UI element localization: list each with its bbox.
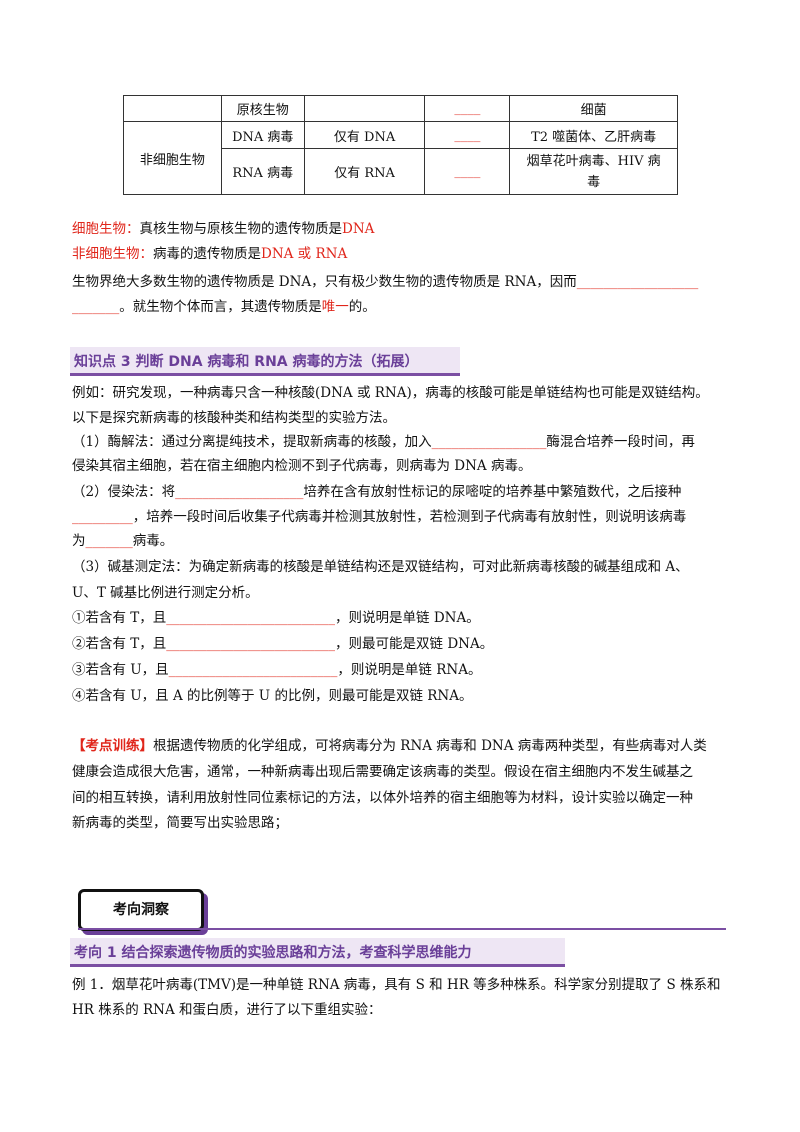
table-group-label: 非细胞生物: [123, 121, 222, 195]
fill-blank: ___________________: [175, 484, 304, 500]
method-text: （2）侵染法：将: [72, 484, 176, 500]
paragraph-line: 以下是探究新病毒的核酸种类和结构类型的实验方法。: [72, 410, 396, 426]
training-text: 根据遗传物质的化学组成，可将病毒分为 RNA 病毒和 DNA 病毒两种类型，有些…: [153, 738, 707, 754]
note-text: 。就生物个体而言，其遗传物质是: [119, 299, 322, 315]
note-text: 生物界绝大多数生物的遗传物质是 DNA，只有极少数生物的遗传物质是 RNA，因而: [72, 274, 577, 290]
training-line: 间的相互转换，请利用放射性同位素标记的方法，以体外培养的宿主细胞等为材料，设计实…: [72, 790, 693, 806]
organism-table: 原核生物 ____ 细菌 非细胞生物 DNA 病毒 仅有 DNA ____ T2…: [123, 95, 678, 195]
method-text: 培养在含有放射性标记的尿嘧啶的培养基中繁殖数代，之后接种: [303, 484, 682, 500]
condition-2: ②若含有 T，且_________________________，则最可能是双…: [72, 634, 493, 654]
table-cell: 细菌: [509, 95, 678, 122]
section-title: 考向 1 结合探索遗传物质的实验思路和方法，考查科学思维能力: [74, 945, 472, 961]
note-line: 生物界绝大多数生物的遗传物质是 DNA，只有极少数生物的遗传物质是 RNA，因而…: [72, 272, 698, 292]
table-cell-line: 烟草花叶病毒、HIV 病: [526, 153, 661, 169]
condition-text: ③若含有 U，且: [72, 662, 169, 678]
condition-text: ②若含有 T，且: [72, 636, 167, 652]
paragraph-line: 例如：研究发现，一种病毒只含一种核酸(DNA 或 RNA)，病毒的核酸可能是单链…: [72, 385, 709, 401]
note-noncell-organisms: 非细胞生物：病毒的遗传物质是DNA 或 RNA: [72, 244, 347, 264]
fill-blank: _______: [72, 299, 120, 315]
table-row: 原核生物 ____ 细菌: [123, 95, 678, 122]
method-text: 病毒。: [132, 533, 174, 549]
divider: [78, 928, 726, 930]
table-cell: 仅有 DNA: [303, 121, 426, 149]
table-cell: T2 噬菌体、乙肝病毒: [509, 121, 678, 149]
fill-blank: _________________: [431, 434, 547, 450]
note-text: 的。: [348, 299, 376, 315]
example-line: 例 1．烟草花叶病毒(TMV)是一种单链 RNA 病毒，具有 S 和 HR 等多…: [72, 977, 721, 993]
paragraph-line: （3）碱基测定法：为确定新病毒的核酸是单链结构还是双链结构，可对此新病毒核酸的碱…: [72, 559, 689, 575]
fill-blank: __________________: [576, 274, 699, 290]
table-cell-multiline: 烟草花叶病毒、HIV 病 毒: [509, 148, 678, 195]
table-cell: 原核生物: [220, 95, 305, 122]
table-row: RNA 病毒 仅有 RNA ____ 烟草花叶病毒、HIV 病 毒: [124, 148, 678, 195]
table-blank: ____: [424, 148, 511, 195]
method-text: （1）酶解法：通过分离提纯技术，提取新病毒的核酸，加入: [72, 434, 432, 450]
method-text: ，培养一段时间后收集子代病毒并检测其放射性，若检测到子代病毒有放射性，则说明该病…: [132, 509, 687, 525]
table-cell: DNA 病毒: [220, 121, 305, 149]
condition-1: ①若含有 T，且_________________________，则说明是单链…: [72, 608, 480, 628]
note-cell-organisms: 细胞生物：真核生物与原核生物的遗传物质是DNA: [72, 219, 374, 239]
paragraph-line: U、T 碱基比例进行测定分析。: [72, 585, 259, 601]
condition-text: ，则说明是单链 RNA。: [337, 662, 482, 678]
condition-4: ④若含有 U，且 A 的比例等于 U 的比例，则最可能是双链 RNA。: [72, 688, 473, 704]
note-value: DNA 或 RNA: [261, 246, 348, 262]
training-line: 新病毒的类型，简要写出实验思路；: [72, 815, 288, 831]
table-cell-line: 毒: [587, 174, 601, 190]
method-text: 酶混合培养一段时间，再: [546, 434, 695, 450]
example-line: HR 株系的 RNA 和蛋白质，进行了以下重组实验：: [72, 1002, 382, 1018]
method-2-end: 为_______病毒。: [72, 531, 173, 551]
fill-blank: _________: [72, 509, 133, 525]
condition-text: ，则最可能是双链 DNA。: [335, 636, 494, 652]
method-text: 为: [72, 533, 86, 549]
note-line: _______。就生物个体而言，其遗传物质是唯一的。: [72, 297, 376, 317]
note-text: 病毒的遗传物质是: [153, 246, 261, 262]
table-cell: 仅有 RNA: [303, 148, 426, 195]
section-header: 知识点 3 判断 DNA 病毒和 RNA 病毒的方法（拓展）: [70, 347, 460, 376]
fill-blank: _________________________: [168, 662, 338, 678]
fill-blank: _________________________: [166, 636, 336, 652]
table-blank: ____: [424, 121, 511, 149]
badge-label: 考向洞察: [113, 902, 169, 918]
method-2-cont: _________，培养一段时间后收集子代病毒并检测其放射性，若检测到子代病毒有…: [72, 507, 686, 527]
table-blank: ____: [424, 95, 511, 122]
note-value: DNA: [342, 221, 375, 237]
note-label: 非细胞生物：: [72, 246, 153, 262]
condition-text: ①若含有 T，且: [72, 610, 167, 626]
note-emphasis: 唯一: [321, 299, 349, 315]
condition-text: ，则说明是单链 DNA。: [335, 610, 480, 626]
fill-blank: _________________________: [166, 610, 336, 626]
note-label: 细胞生物：: [72, 221, 140, 237]
direction-badge: 考向洞察: [78, 889, 204, 931]
section-title: 知识点 3 判断 DNA 病毒和 RNA 病毒的方法（拓展）: [74, 354, 419, 370]
table-cell: RNA 病毒: [220, 148, 305, 195]
training-line: 健康会造成很大危害，通常，一种新病毒出现后需要确定该病毒的类型。假设在宿主细胞内…: [72, 764, 693, 780]
table-cell: [123, 95, 222, 122]
paragraph-line: 侵染其宿主细胞，若在宿主细胞内检测不到子代病毒，则病毒为 DNA 病毒。: [72, 458, 532, 474]
condition-3: ③若含有 U，且_________________________，则说明是单链…: [72, 660, 481, 680]
note-text: 真核生物与原核生物的遗传物质是: [139, 221, 343, 237]
section-header: 考向 1 结合探索遗传物质的实验思路和方法，考查科学思维能力: [70, 938, 565, 967]
training-line: 【考点训练】根据遗传物质的化学组成，可将病毒分为 RNA 病毒和 DNA 病毒两…: [72, 736, 707, 756]
table-cell: [303, 95, 426, 122]
method-1: （1）酶解法：通过分离提纯技术，提取新病毒的核酸，加入_____________…: [72, 432, 695, 452]
method-2: （2）侵染法：将___________________培养在含有放射性标记的尿嘧…: [72, 482, 681, 502]
table-row: 非细胞生物 DNA 病毒 仅有 DNA ____ T2 噬菌体、乙肝病毒: [123, 121, 678, 195]
training-label: 【考点训练】: [72, 738, 153, 754]
fill-blank: _______: [85, 533, 133, 549]
